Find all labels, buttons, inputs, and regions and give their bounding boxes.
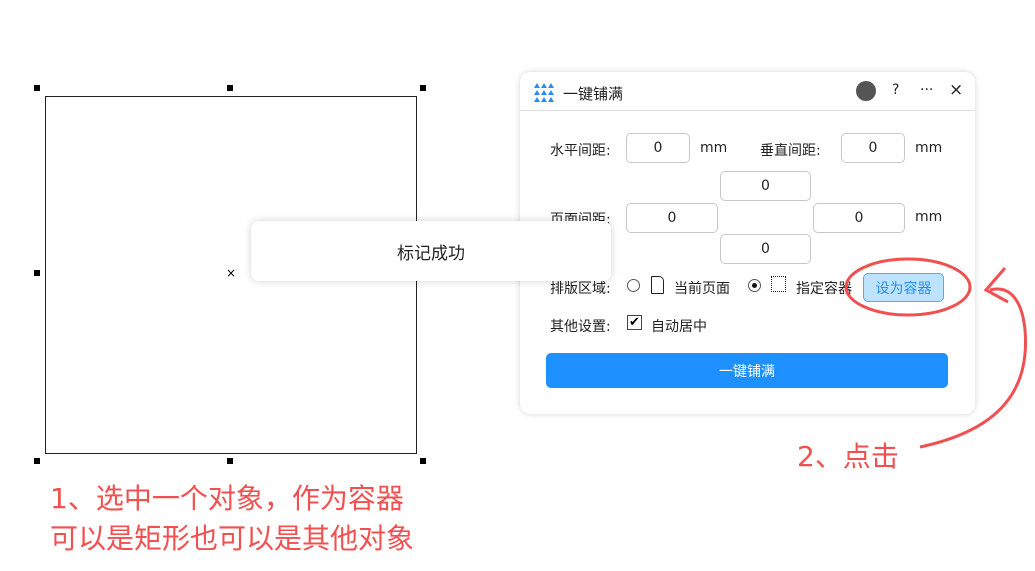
more-button[interactable]: ···	[920, 82, 934, 98]
arrow-curve	[919, 287, 1028, 449]
toast-message: 标记成功	[251, 221, 611, 281]
margin-left-input[interactable]	[626, 203, 718, 233]
option-current-page[interactable]: 当前页面	[674, 281, 730, 297]
dialog-title: 一键铺满	[563, 85, 624, 103]
annotation-step2: 2、点击	[797, 440, 899, 473]
resize-handle[interactable]	[227, 458, 233, 464]
title-bar: 一键铺满 ? ··· ×	[520, 72, 975, 111]
resize-handle[interactable]	[34, 270, 40, 276]
fill-button[interactable]: 一键铺满	[546, 353, 948, 388]
annotation-step1-line1: 1、选中一个对象，作为容器	[50, 482, 404, 515]
auto-center-checkbox[interactable]: ✔	[627, 315, 642, 330]
app-logo-icon	[534, 83, 554, 102]
h-spacing-input[interactable]	[626, 133, 690, 163]
auto-center-label[interactable]: 自动居中	[651, 319, 707, 335]
resize-handle[interactable]	[420, 458, 426, 464]
resize-handle[interactable]	[420, 85, 426, 91]
radio-container[interactable]	[748, 279, 761, 292]
v-spacing-input[interactable]	[841, 133, 905, 163]
set-container-button[interactable]: 设为容器	[863, 273, 944, 302]
center-mark-icon: ×	[226, 266, 237, 280]
other-settings-label: 其他设置:	[550, 319, 611, 335]
resize-handle[interactable]	[227, 85, 233, 91]
v-spacing-label: 垂直间距:	[760, 143, 821, 159]
page-icon	[651, 276, 664, 294]
arrow-head-icon	[983, 267, 1009, 304]
annotation-step1-line2: 可以是矩形也可以是其他对象	[50, 522, 415, 555]
margin-top-input[interactable]	[720, 171, 811, 201]
resize-handle[interactable]	[34, 458, 40, 464]
avatar[interactable]	[856, 81, 876, 101]
unit-label: mm	[915, 140, 943, 156]
container-select-icon	[771, 276, 786, 292]
option-container[interactable]: 指定容器	[796, 281, 852, 297]
help-button[interactable]: ?	[892, 82, 900, 98]
area-label: 排版区域:	[550, 281, 611, 297]
h-spacing-label: 水平间距:	[550, 143, 611, 159]
margin-right-input[interactable]	[813, 203, 905, 233]
resize-handle[interactable]	[34, 85, 40, 91]
highlight-ellipse	[844, 257, 972, 317]
unit-label: mm	[700, 140, 728, 156]
close-button[interactable]: ×	[949, 80, 964, 100]
unit-label: mm	[915, 209, 943, 225]
fill-dialog: 一键铺满 ? ··· × 水平间距: mm 垂直间距: mm 页面间距: mm …	[520, 72, 975, 414]
radio-current-page[interactable]	[627, 279, 640, 292]
margin-bottom-input[interactable]	[720, 234, 811, 264]
